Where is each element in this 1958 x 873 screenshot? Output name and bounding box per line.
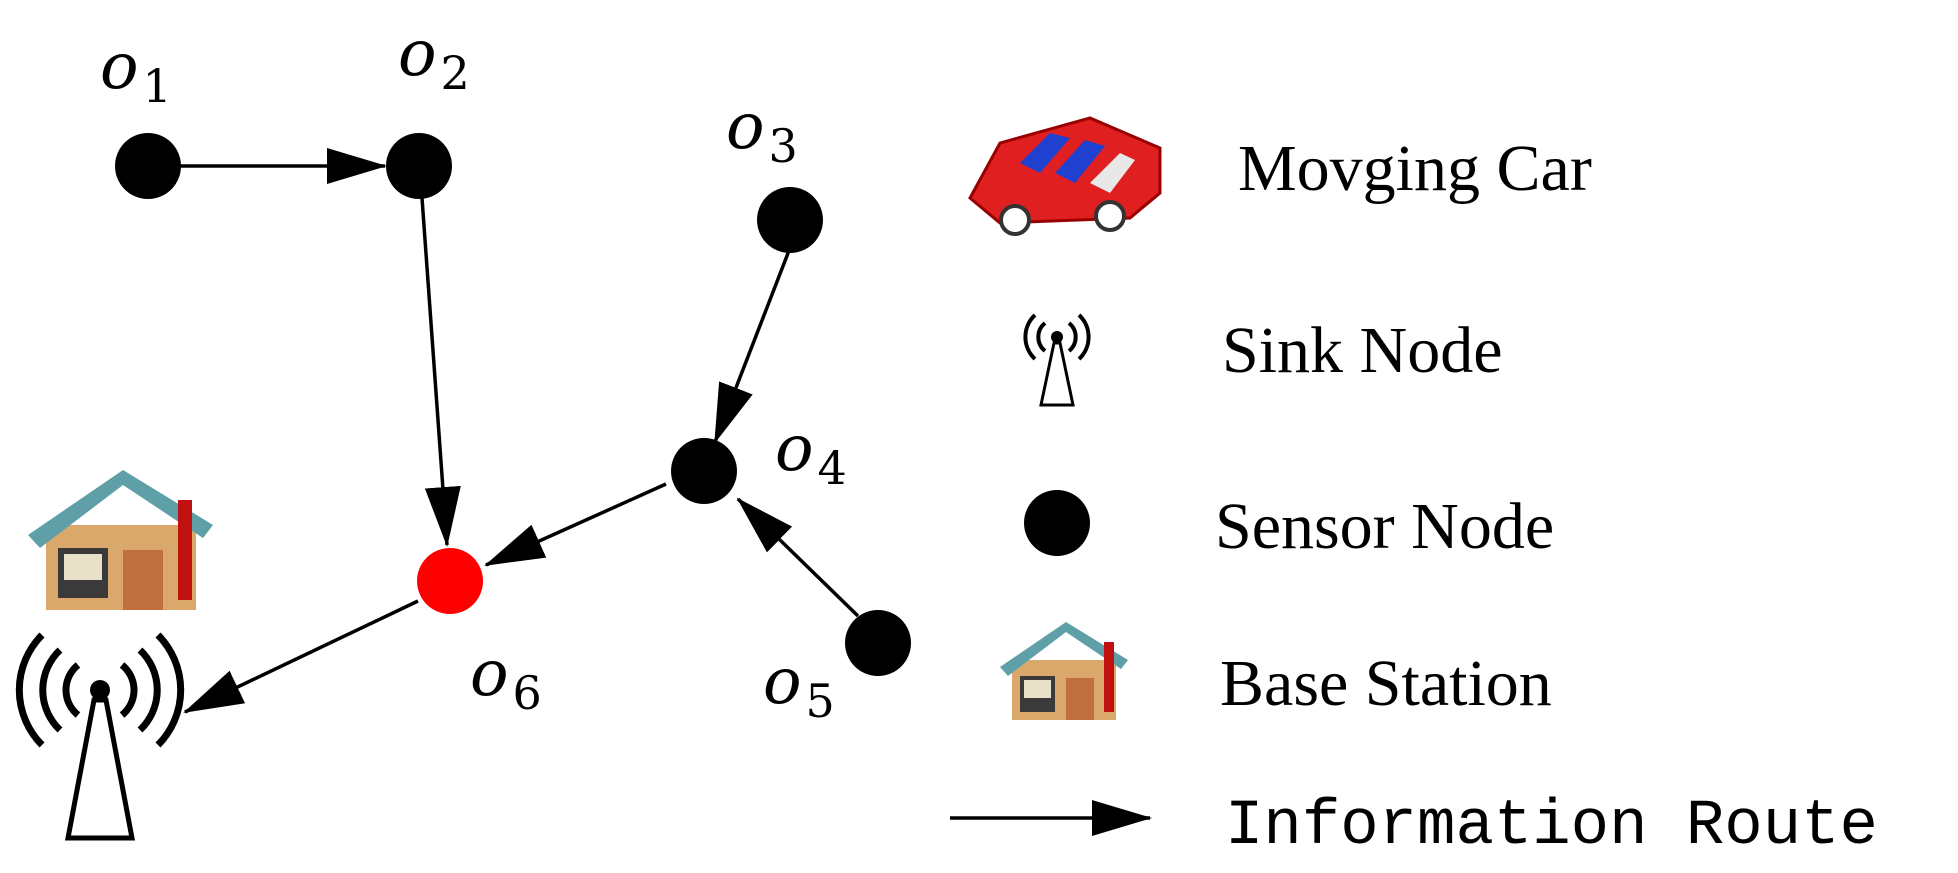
sensor-node-o2 — [386, 133, 452, 199]
sensor-node-o4 — [671, 438, 737, 504]
node-label-o5: o5 — [763, 645, 835, 728]
legend-label-sensor: Sensor Node — [1215, 490, 1554, 563]
edges — [148, 148, 860, 714]
sink-node-icon — [15, 632, 185, 841]
edge-o4-o6 — [484, 482, 667, 567]
edge-o2-o6 — [420, 197, 461, 547]
legend-label-car: Movging Car — [1238, 132, 1592, 205]
node-label-o2: o2 — [398, 17, 470, 100]
base-station-icon — [28, 470, 213, 610]
node-label-o1: o1 — [100, 30, 172, 113]
sensor-node-o5 — [845, 610, 911, 676]
sensor-nodes — [115, 133, 911, 676]
sensor-node-o6 — [417, 548, 483, 614]
edge-o6-sink — [183, 599, 419, 714]
legend-label-route: Information Route — [1225, 791, 1878, 863]
edge-o3-o4 — [713, 247, 792, 444]
legend-sink-icon — [1023, 313, 1091, 407]
car-icon — [968, 116, 1162, 236]
legend-base-station-icon — [1000, 622, 1128, 720]
node-labels: o1 o2 o3 o4 o5 o6 — [100, 17, 847, 728]
legend-label-base: Base Station — [1220, 647, 1552, 720]
legend: Movging Car Sink Node Sensor Node Base S… — [950, 116, 1878, 863]
node-label-o3: o3 — [726, 90, 798, 173]
legend-sensor-icon — [1024, 490, 1090, 556]
sensor-node-o1 — [115, 133, 181, 199]
node-label-o6: o6 — [470, 637, 542, 720]
sensor-node-o3 — [757, 187, 823, 253]
node-label-o4: o4 — [775, 412, 847, 495]
edge-o5-o4 — [736, 497, 860, 618]
legend-label-sink: Sink Node — [1222, 314, 1503, 387]
